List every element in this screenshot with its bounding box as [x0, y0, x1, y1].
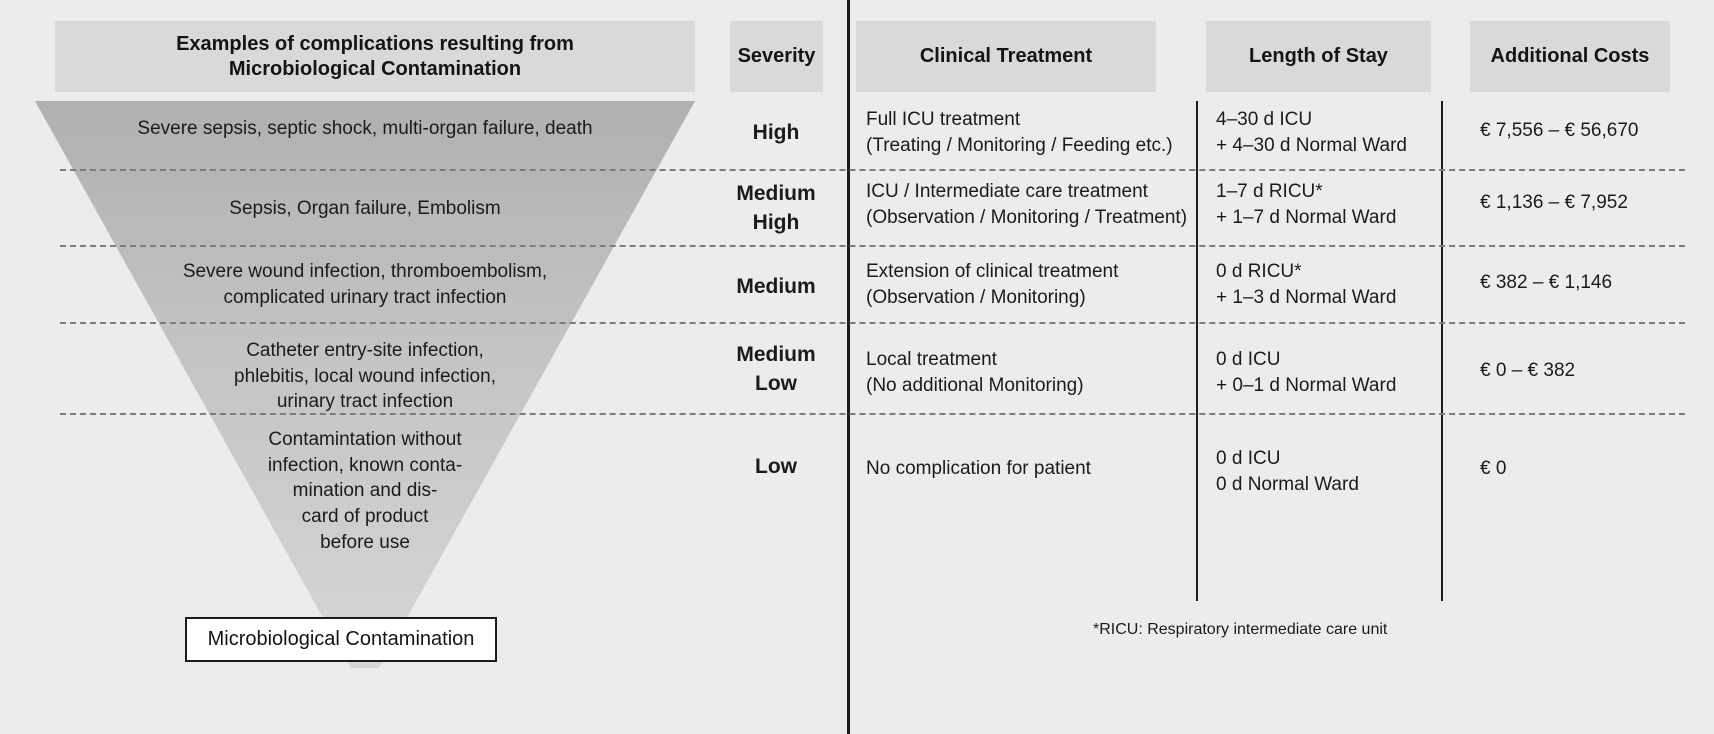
examples-line: Contamintation without: [268, 429, 462, 450]
severity-line: High: [752, 121, 800, 144]
severity-line: Low: [755, 455, 797, 478]
cell-clinical-treatment-row-4: Local treatment (No additional Monitorin…: [866, 347, 1196, 398]
los-line: + 4–30 d Normal Ward: [1216, 134, 1407, 156]
costs-value: € 7,556 – € 56,670: [1480, 120, 1639, 141]
funnel-base-label: Microbiological Contamination: [185, 617, 497, 662]
clinical-line: (Observation / Monitoring): [866, 286, 1086, 308]
row-separator-4: [60, 413, 1685, 415]
los-line: 0 d ICU: [1216, 349, 1281, 370]
vertical-divider-clinical-los: [1196, 101, 1198, 601]
los-line: + 1–3 d Normal Ward: [1216, 286, 1397, 308]
clinical-line: Full ICU treatment: [866, 109, 1021, 130]
cell-additional-costs-row-1: € 7,556 – € 56,670: [1480, 118, 1700, 144]
examples-line: Severe sepsis, septic shock, multi-organ…: [137, 118, 593, 139]
cell-clinical-treatment-row-3: Extension of clinical treatment (Observa…: [866, 259, 1196, 310]
los-line: 0 d Normal Ward: [1216, 473, 1359, 495]
cell-examples-row-1: Severe sepsis, septic shock, multi-organ…: [60, 116, 670, 142]
los-line: + 0–1 d Normal Ward: [1216, 374, 1397, 396]
costs-value: € 0 – € 382: [1480, 360, 1576, 381]
severity-line: Low: [755, 372, 797, 396]
cell-examples-row-3: Severe wound infection, thromboembolism,…: [60, 259, 670, 310]
column-header-examples-line1: Examples of complications resulting from: [176, 32, 574, 55]
los-line: 0 d ICU: [1216, 448, 1281, 469]
severity-line: Medium: [736, 275, 816, 298]
cell-additional-costs-row-3: € 382 – € 1,146: [1480, 270, 1700, 296]
clinical-line: (Observation / Monitoring / Treatment): [866, 206, 1188, 228]
los-line: 0 d RICU*: [1216, 261, 1302, 282]
clinical-line: Extension of clinical treatment: [866, 261, 1119, 282]
cell-severity-row-4: Medium Low: [700, 340, 852, 399]
cell-clinical-treatment-row-2: ICU / Intermediate care treatment (Obser…: [866, 179, 1196, 230]
cell-length-of-stay-row-2: 1–7 d RICU* + 1–7 d Normal Ward: [1216, 179, 1431, 230]
cell-additional-costs-row-4: € 0 – € 382: [1480, 358, 1700, 384]
costs-value: € 0: [1480, 458, 1507, 479]
severity-line: Medium: [736, 182, 816, 205]
cell-severity-row-3: Medium: [700, 272, 852, 301]
column-header-examples: Examples of complications resulting from…: [55, 21, 695, 92]
cell-length-of-stay-row-4: 0 d ICU + 0–1 d Normal Ward: [1216, 347, 1431, 398]
footnote-ricu: *RICU: Respiratory intermediate care uni…: [1093, 621, 1388, 638]
row-separator-1: [60, 169, 1685, 171]
vertical-divider-severity-clinical: [847, 0, 850, 734]
clinical-line: (Treating / Monitoring / Feeding etc.): [866, 134, 1173, 156]
examples-line: Sepsis, Organ failure, Embolism: [229, 198, 501, 219]
column-header-severity: Severity: [730, 21, 823, 92]
examples-line: Catheter entry-site infection,: [246, 340, 484, 361]
costs-value: € 382 – € 1,146: [1480, 272, 1613, 293]
vertical-divider-los-costs: [1441, 101, 1443, 601]
examples-line: complicated urinary tract infection: [223, 286, 507, 308]
los-line: 4–30 d ICU: [1216, 109, 1313, 130]
severity-line: High: [752, 211, 800, 235]
examples-line: urinary tract infection: [276, 391, 454, 413]
cell-length-of-stay-row-1: 4–30 d ICU + 4–30 d Normal Ward: [1216, 107, 1431, 158]
examples-line: mination and dis-: [292, 480, 438, 502]
examples-line: Severe wound infection, thromboembolism,: [182, 261, 548, 282]
los-line: 1–7 d RICU*: [1216, 181, 1323, 202]
severity-line: Medium: [736, 343, 816, 366]
examples-line: infection, known conta-: [267, 454, 463, 476]
cell-clinical-treatment-row-1: Full ICU treatment (Treating / Monitorin…: [866, 107, 1196, 158]
cell-severity-row-1: High: [700, 118, 852, 147]
examples-line: before use: [320, 531, 410, 553]
row-separator-2: [60, 245, 1685, 247]
column-header-examples-line2: Microbiological Contamination: [228, 57, 522, 80]
examples-line: card of product: [301, 505, 429, 527]
row-separator-3: [60, 322, 1685, 324]
cell-length-of-stay-row-3: 0 d RICU* + 1–3 d Normal Ward: [1216, 259, 1431, 310]
cell-examples-row-2: Sepsis, Organ failure, Embolism: [60, 196, 670, 222]
clinical-line: No complication for patient: [866, 458, 1091, 479]
los-line: + 1–7 d Normal Ward: [1216, 206, 1397, 228]
cell-severity-row-5: Low: [700, 452, 852, 481]
cell-examples-row-4: Catheter entry-site infection, phlebitis…: [60, 338, 670, 415]
cell-additional-costs-row-5: € 0: [1480, 456, 1700, 482]
cell-examples-row-5: Contamintation without infection, known …: [60, 427, 670, 555]
clinical-line: Local treatment: [866, 349, 997, 370]
column-header-clinical-treatment: Clinical Treatment: [856, 21, 1156, 92]
column-header-additional-costs: Additional Costs: [1470, 21, 1670, 92]
column-header-length-of-stay: Length of Stay: [1206, 21, 1431, 92]
cell-length-of-stay-row-5: 0 d ICU 0 d Normal Ward: [1216, 446, 1431, 497]
cell-additional-costs-row-2: € 1,136 – € 7,952: [1480, 190, 1700, 216]
cell-severity-row-2: Medium High: [700, 179, 852, 238]
cell-clinical-treatment-row-5: No complication for patient: [866, 456, 1196, 482]
clinical-line: (No additional Monitoring): [866, 374, 1084, 396]
examples-line: phlebitis, local wound infection,: [234, 365, 496, 387]
costs-value: € 1,136 – € 7,952: [1480, 192, 1628, 213]
clinical-line: ICU / Intermediate care treatment: [866, 181, 1148, 202]
